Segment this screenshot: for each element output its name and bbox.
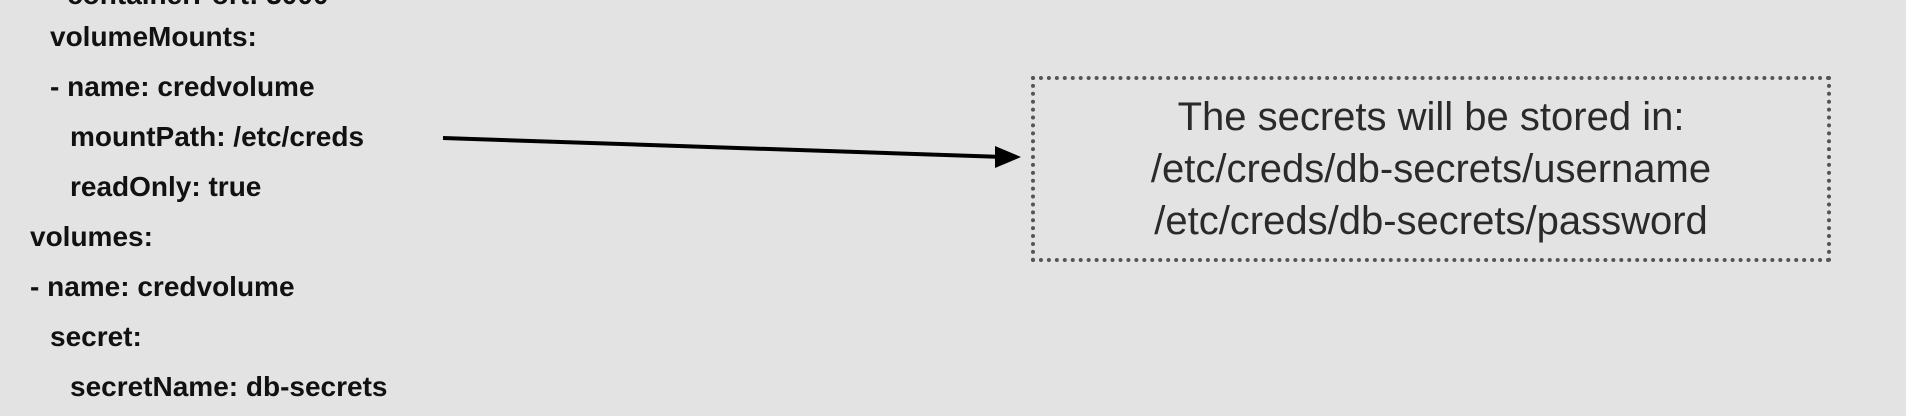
- callout-heading: The secrets will be stored in:: [1177, 95, 1685, 139]
- callout-box: The secrets will be stored in: /etc/cred…: [1031, 76, 1831, 262]
- code-line-secret: secret:: [50, 321, 142, 352]
- callout-path-password: /etc/creds/db-secrets/password: [1154, 199, 1708, 243]
- code-line-mount-name: - name: credvolume: [50, 71, 315, 102]
- code-line-secret-name: secretName: db-secrets: [70, 371, 388, 402]
- code-line-mount-path: mountPath: /etc/creds: [70, 121, 365, 152]
- arrow-head: [995, 146, 1021, 168]
- callout-path-username: /etc/creds/db-secrets/username: [1150, 147, 1712, 191]
- code-line-volume-mounts: volumeMounts:: [50, 21, 257, 52]
- code-line-volume-name: - name: credvolume: [30, 271, 295, 302]
- arrow-shaft: [442, 136, 1005, 159]
- code-line-cut: - containerPort: 3000: [50, 0, 329, 12]
- code-line-read-only: readOnly: true: [70, 171, 262, 202]
- code-line-volumes: volumes:: [30, 221, 153, 252]
